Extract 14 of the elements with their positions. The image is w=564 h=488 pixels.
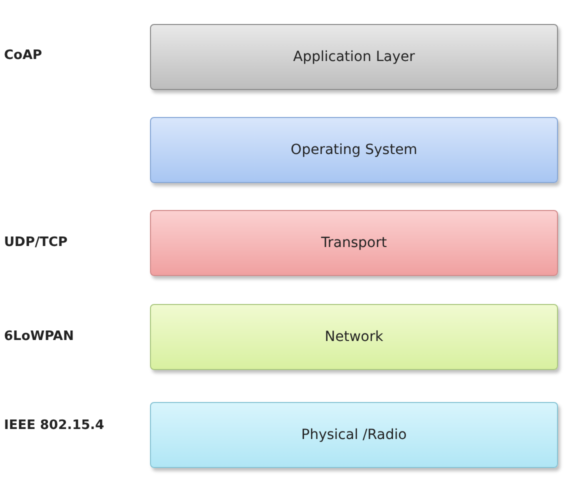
- layer-box: [150, 24, 558, 90]
- layer-box: [150, 117, 558, 183]
- layer-name: Operating System: [290, 142, 418, 158]
- technology-label: CoAP: [4, 48, 44, 63]
- layer-name: Transport: [321, 235, 387, 251]
- technology-label: IEEE 802.15.4: [4, 418, 106, 433]
- layer-name: Network: [324, 329, 384, 345]
- layer-box: [150, 210, 558, 276]
- layer-name: Application Layer: [293, 49, 415, 65]
- technology-label: UDP/TCP: [4, 235, 69, 250]
- layer-box: [150, 402, 558, 468]
- technology-label: 6LoWPAN: [4, 329, 75, 344]
- layer-box: [150, 304, 558, 370]
- layer-name: Physical /Radio: [301, 427, 407, 443]
